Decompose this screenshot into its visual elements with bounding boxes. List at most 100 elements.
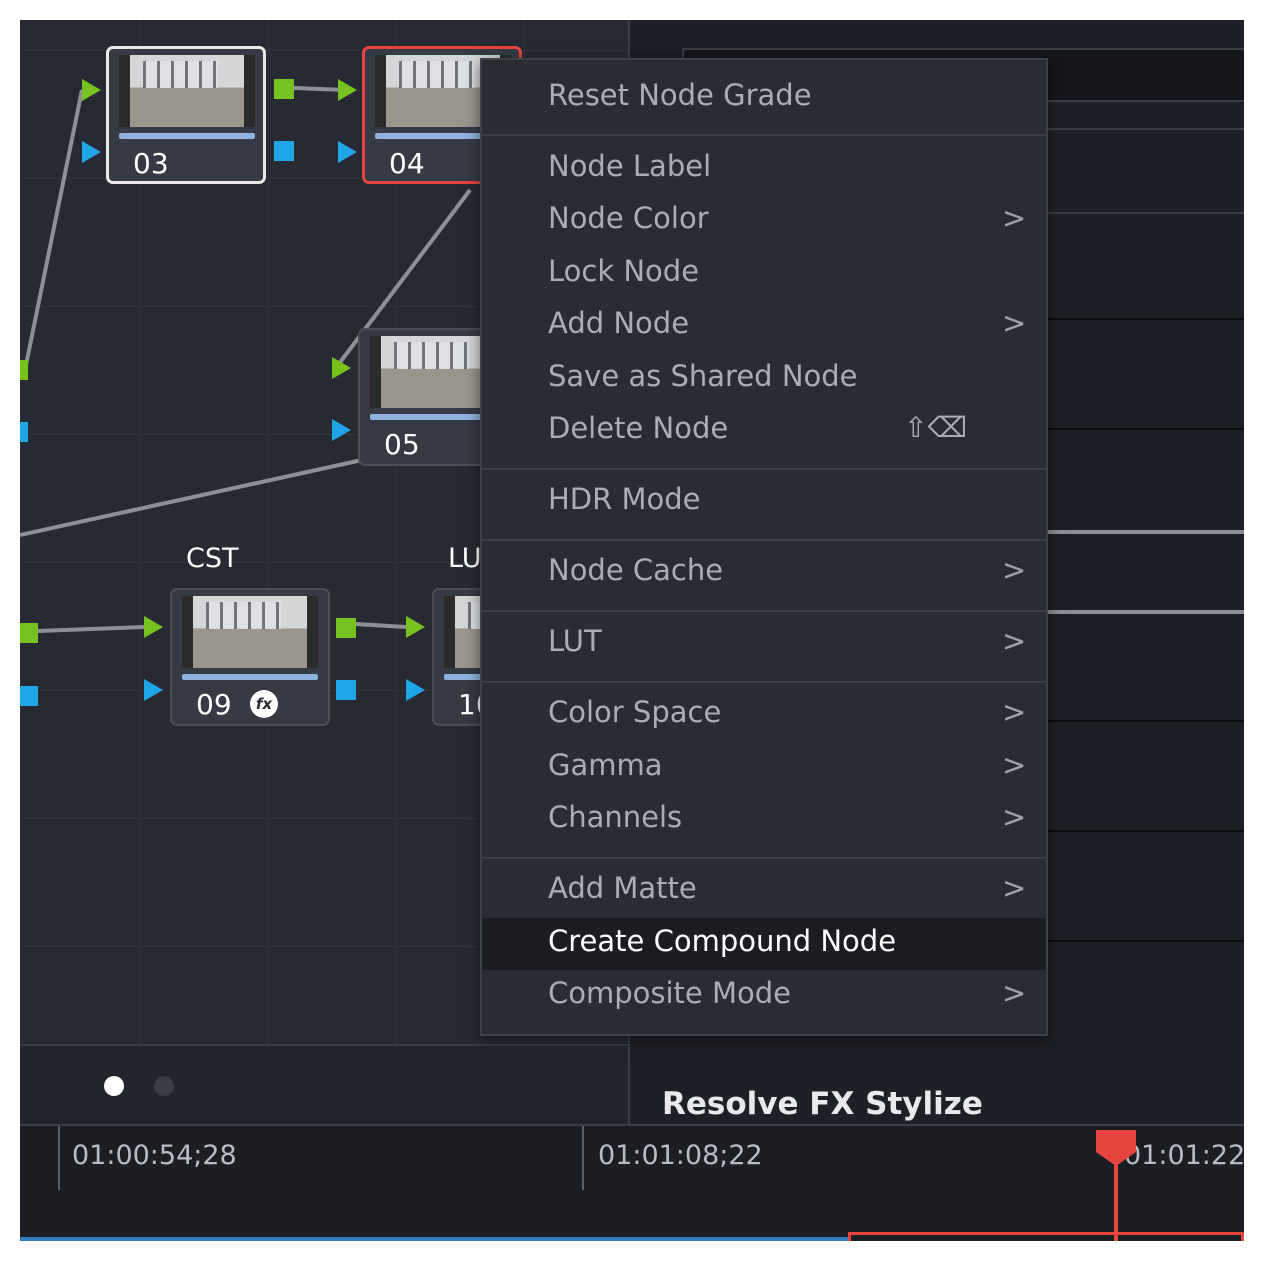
keyboard-shortcut: ⇧⌫ (904, 411, 968, 444)
node-09[interactable]: 09 fx (170, 588, 330, 726)
node-progress-bar (375, 133, 511, 139)
rgb-input-icon[interactable] (338, 79, 357, 101)
menu-item-label: LUT (548, 624, 602, 658)
resolve-color-page: 03 04 05 CST 09 fx (20, 20, 1244, 1241)
rgb-input-icon[interactable] (332, 357, 351, 379)
timeline-track-bar (20, 1237, 850, 1241)
chevron-right-icon: > (1002, 201, 1027, 235)
chevron-right-icon: > (1002, 624, 1027, 658)
menu-item-add-matte[interactable]: Add Matte > (482, 865, 1046, 917)
menu-item-label: Lock Node (548, 254, 700, 288)
rgb-input-icon[interactable] (406, 616, 425, 638)
alpha-input-icon[interactable] (338, 141, 357, 163)
menu-item-label: Channels (548, 800, 683, 834)
node-number: 09 (196, 688, 232, 721)
output-blue-port[interactable] (20, 686, 38, 706)
menu-item-label: Save as Shared Node (548, 359, 858, 393)
menu-item-label: Node Cache (548, 553, 724, 587)
menu-item-label: Node Label (548, 149, 712, 183)
menu-item-label: Reset Node Grade (548, 78, 812, 112)
fx-icon: fx (250, 690, 278, 718)
divider (1040, 940, 1244, 942)
chevron-right-icon: > (1002, 553, 1027, 587)
page-dot[interactable] (154, 1076, 174, 1096)
alpha-output-port[interactable] (274, 141, 294, 161)
menu-separator (482, 468, 1046, 470)
node-number: 05 (384, 428, 420, 461)
fx-category-title: Resolve FX Stylize (662, 1086, 983, 1122)
menu-item-create-compound-node[interactable]: Create Compound Node (482, 918, 1046, 970)
divider (1040, 530, 1244, 534)
node-03[interactable]: 03 (106, 46, 266, 184)
rgb-input-icon[interactable] (82, 79, 101, 101)
menu-separator (482, 681, 1046, 683)
menu-item-node-color[interactable]: Node Color > (482, 195, 1046, 247)
clip-selection[interactable] (848, 1232, 1244, 1241)
menu-item-gamma[interactable]: Gamma > (482, 742, 1046, 794)
menu-item-add-node[interactable]: Add Node > (482, 300, 1046, 352)
node-connections (20, 86, 472, 633)
menu-separator (482, 134, 1046, 136)
node-thumbnail (182, 596, 318, 668)
menu-item-composite-mode[interactable]: Composite Mode > (482, 970, 1046, 1022)
chevron-right-icon: > (1002, 748, 1027, 782)
menu-item-color-space[interactable]: Color Space > (482, 689, 1046, 741)
chevron-right-icon: > (1002, 976, 1027, 1010)
node-progress-bar (370, 414, 506, 420)
output-green-port[interactable] (20, 623, 38, 643)
menu-item-label: Node Color (548, 201, 709, 235)
menu-item-label: Add Node (548, 306, 690, 340)
menu-item-label: Delete Node (548, 411, 729, 445)
alpha-input-icon[interactable] (332, 419, 351, 441)
playhead-icon[interactable] (1094, 1126, 1138, 1241)
menu-item-label: Composite Mode (548, 976, 792, 1010)
node-number: 04 (389, 147, 425, 180)
menu-item-label: Gamma (548, 748, 663, 782)
divider (1040, 830, 1244, 832)
node-label: CST (186, 543, 239, 574)
rgb-input-icon[interactable] (144, 616, 163, 638)
graph-footer (20, 1044, 628, 1126)
rgb-output-port[interactable] (336, 618, 356, 638)
timecode-label: 01:00:54;28 (72, 1140, 237, 1171)
chevron-right-icon: > (1002, 695, 1027, 729)
menu-item-node-label[interactable]: Node Label (482, 143, 1046, 195)
node-progress-bar (182, 674, 318, 680)
node-progress-bar (119, 133, 255, 139)
divider (1040, 720, 1244, 722)
alpha-input-icon[interactable] (82, 141, 101, 163)
alpha-output-port[interactable] (336, 680, 356, 700)
node-thumbnail (119, 55, 255, 127)
menu-item-channels[interactable]: Channels > (482, 794, 1046, 846)
menu-item-label: Create Compound Node (548, 924, 897, 958)
chevron-right-icon: > (1002, 871, 1027, 905)
timeline-ruler[interactable]: 01:00:54;28 01:01:08;22 01:01:22; (20, 1124, 1244, 1241)
menu-item-save-shared-node[interactable]: Save as Shared Node (482, 353, 1046, 405)
output-blue-port[interactable] (20, 422, 28, 442)
ruler-tick (58, 1126, 60, 1190)
chevron-right-icon: > (1002, 800, 1027, 834)
divider (1040, 610, 1244, 614)
menu-separator (482, 610, 1046, 612)
page-dot-active[interactable] (104, 1076, 124, 1096)
menu-item-delete-node[interactable]: Delete Node ⇧⌫ (482, 405, 1046, 457)
ruler-tick (582, 1126, 584, 1190)
alpha-input-icon[interactable] (144, 679, 163, 701)
menu-item-label: Color Space (548, 695, 722, 729)
timecode-label: 01:01:08;22 (598, 1140, 763, 1171)
timecode-label: 01:01:22; (1124, 1140, 1244, 1171)
menu-separator (482, 857, 1046, 859)
menu-item-hdr-mode[interactable]: HDR Mode (482, 476, 1046, 528)
node-context-menu: Reset Node Grade Node Label Node Color> … (480, 58, 1048, 1036)
menu-item-node-cache[interactable]: Node Cache > (482, 547, 1046, 599)
chevron-right-icon: > (1002, 306, 1027, 340)
alpha-input-icon[interactable] (406, 679, 425, 701)
output-green-port[interactable] (20, 360, 28, 380)
menu-item-reset-node-grade[interactable]: Reset Node Grade (482, 72, 1046, 124)
menu-item-lut[interactable]: LUT > (482, 618, 1046, 670)
menu-item-lock-node[interactable]: Lock Node (482, 248, 1046, 300)
menu-item-label: Add Matte (548, 871, 697, 905)
node-number: 03 (133, 147, 169, 180)
rgb-output-port[interactable] (274, 79, 294, 99)
menu-separator (482, 539, 1046, 541)
